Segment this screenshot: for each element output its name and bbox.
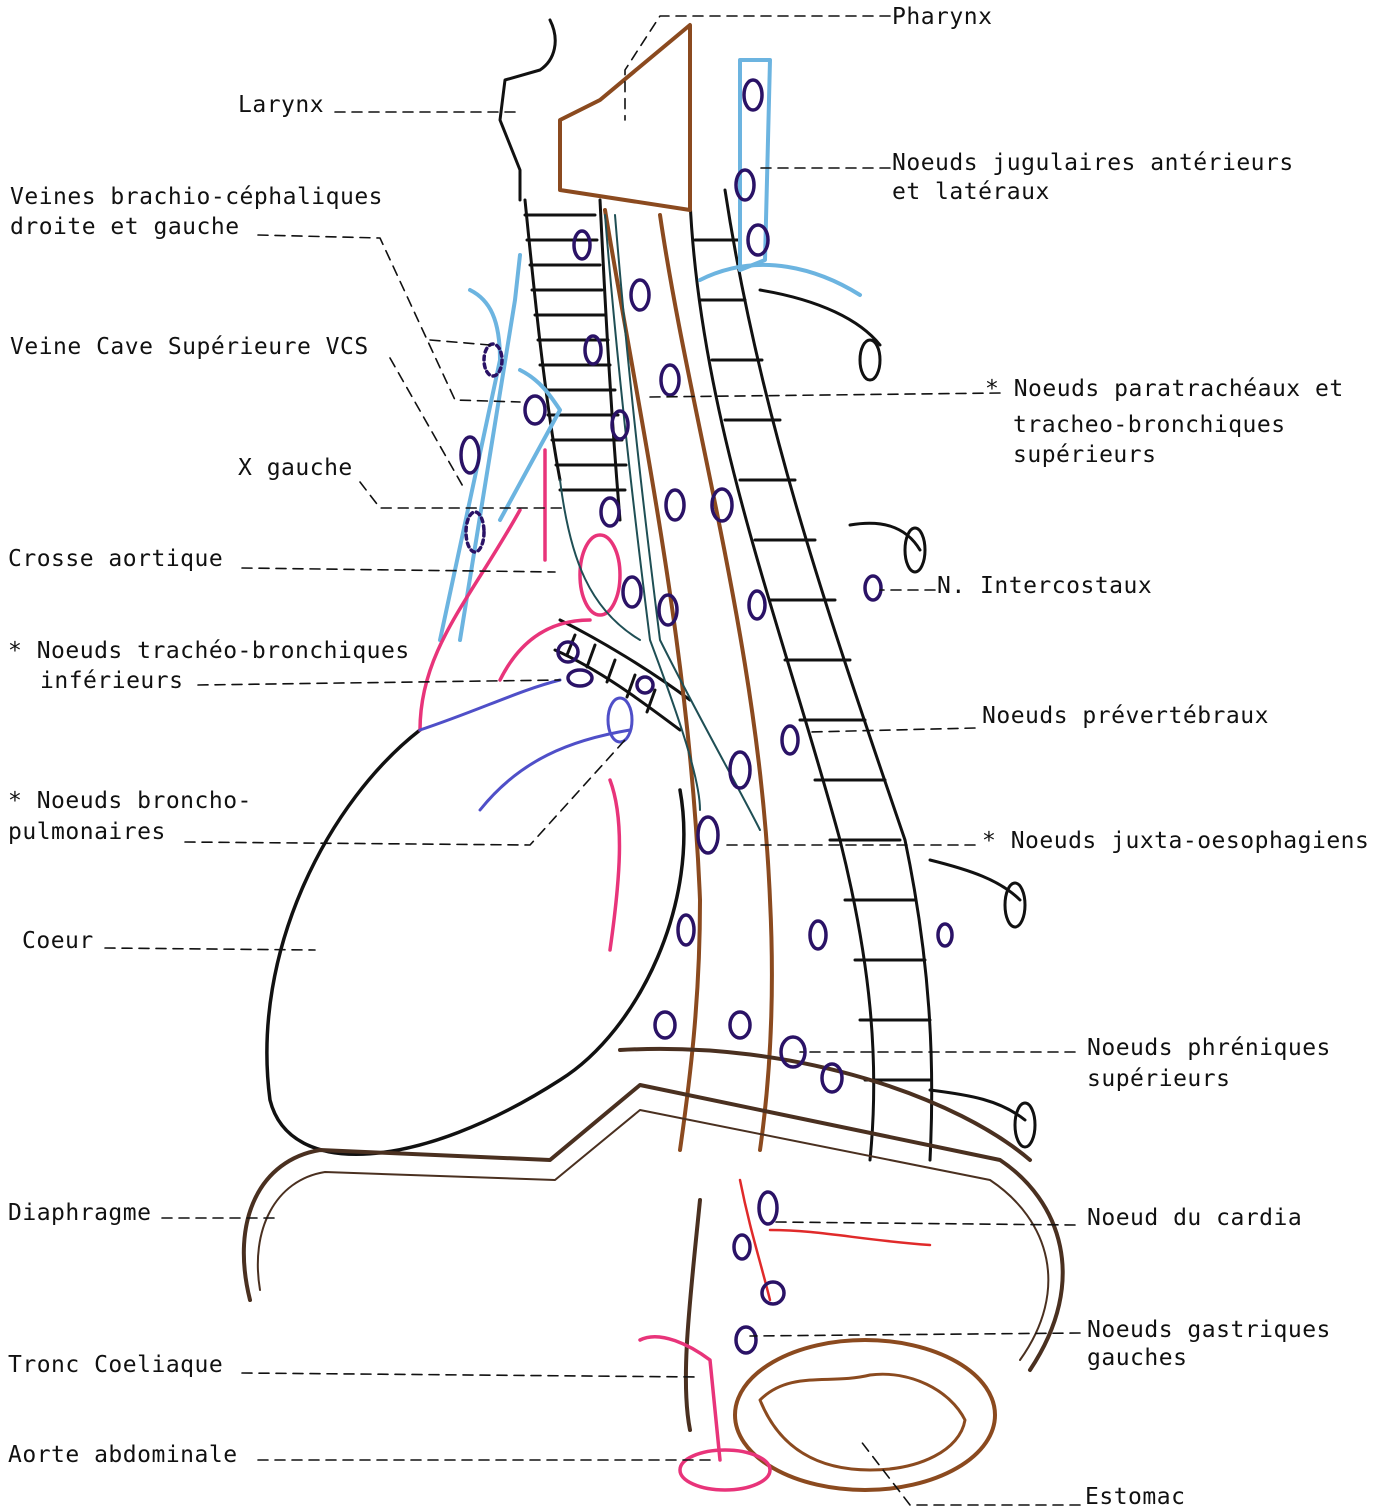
label-larynx: Larynx <box>238 90 324 120</box>
label-juxta-oesophagiens: * Noeuds juxta-oesophagiens <box>982 826 1369 856</box>
label-jugulaires-line2: et latéraux <box>892 177 1050 207</box>
label-phreniques-line1: Noeuds phréniques <box>1087 1033 1331 1063</box>
label-cardia: Noeud du cardia <box>1087 1203 1302 1233</box>
label-tronc-coeliaque: Tronc Coeliaque <box>8 1350 223 1380</box>
label-phreniques-line2: supérieurs <box>1087 1064 1230 1094</box>
label-prevertebraux: Noeuds prévertébraux <box>982 701 1269 731</box>
lymph-nodes <box>461 80 952 1353</box>
label-gastriques-line1: Noeuds gastriques <box>1087 1315 1331 1345</box>
label-coeur: Coeur <box>22 926 94 956</box>
label-pharynx: Pharynx <box>892 2 992 32</box>
label-veines-bc-line1: Veines brachio-céphaliques <box>10 182 383 212</box>
label-x-gauche: X gauche <box>238 453 353 483</box>
label-gastriques-line2: gauches <box>1087 1343 1187 1373</box>
label-aorte-abdominale: Aorte abdominale <box>8 1440 238 1470</box>
label-jugulaires-line1: Noeuds jugulaires antérieurs <box>892 148 1294 178</box>
label-paratracheaux-line2: tracheo-bronchiques <box>1013 410 1286 440</box>
heart-outline <box>267 730 684 1154</box>
label-paratracheaux-line3: supérieurs <box>1013 440 1156 470</box>
stomach <box>735 1340 995 1490</box>
label-crosse-aortique: Crosse aortique <box>8 544 223 574</box>
pulmonary-vessels <box>420 680 632 810</box>
label-paratracheaux-line1: * Noeuds paratrachéaux et <box>985 374 1344 404</box>
label-tb-inf-line1: * Noeuds trachéo-bronchiques <box>8 636 410 666</box>
diaphragm <box>244 1049 1063 1430</box>
label-bp-line1: * Noeuds broncho- <box>8 786 252 816</box>
label-tb-inf-line2: inférieurs <box>40 666 183 696</box>
label-bp-line2: pulmonaires <box>8 817 166 847</box>
label-estomac: Estomac <box>1085 1482 1185 1512</box>
label-diaphragme: Diaphragme <box>8 1198 151 1228</box>
label-vcs: Veine Cave Supérieure VCS <box>10 332 369 362</box>
vertebral-column <box>690 190 1035 1160</box>
label-intercostaux: N. Intercostaux <box>937 571 1152 601</box>
arteries <box>420 450 770 1490</box>
label-veines-bc-line2: droite et gauche <box>10 212 240 242</box>
